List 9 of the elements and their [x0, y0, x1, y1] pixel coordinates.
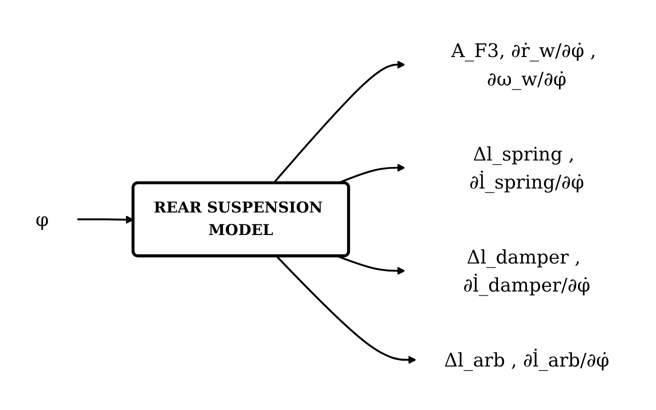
arrow [272, 60, 406, 184]
node-text: Δl_damper , ∂l̇_damper/∂φ̇ [463, 245, 590, 296]
arrow [276, 255, 416, 364]
arrow [76, 215, 134, 224]
node-text: Δl_spring , ∂l̇_spring/∂φ̇ [469, 142, 584, 193]
arrow [337, 255, 406, 275]
node-text: A_F3, ∂ṙ_w/∂φ̇ , ∂ω_w/∂φ̇ [451, 39, 596, 90]
node-text: φ [36, 208, 49, 230]
node-text: Δl_arb , ∂l̇_arb/∂φ̇ [444, 348, 610, 371]
